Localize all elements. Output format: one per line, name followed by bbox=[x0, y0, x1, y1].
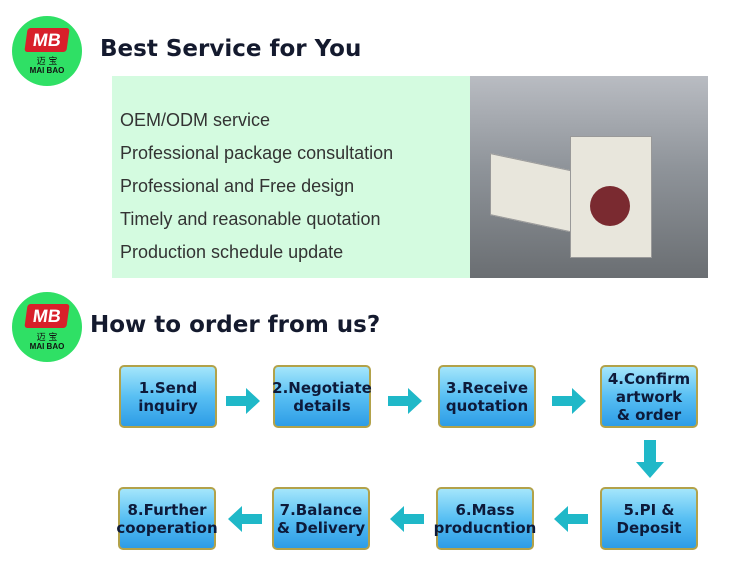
step-confirm-artwork: 4.Confirm artwork & order bbox=[600, 365, 698, 428]
section-title-order: How to order from us? bbox=[90, 312, 381, 338]
arrow-right-icon bbox=[388, 388, 422, 414]
service-item: Professional package consultation bbox=[120, 143, 394, 163]
step-further-cooperation: 8.Further cooperation bbox=[116, 487, 218, 550]
step-pi-deposit: 5.PI & Deposit bbox=[600, 487, 698, 550]
arrow-right-icon bbox=[226, 388, 260, 414]
service-item: Production schedule update bbox=[120, 242, 344, 262]
service-item: Timely and reasonable quotation bbox=[120, 209, 381, 229]
maibao-logo: MB 迈 宝 MAI BAO bbox=[12, 292, 82, 362]
service-item: OEM/ODM service bbox=[120, 110, 271, 130]
step-receive-quotation: 3.Receive quotation bbox=[438, 365, 536, 428]
section-title-service: Best Service for You bbox=[100, 36, 362, 62]
service-item: Professional and Free design bbox=[120, 176, 355, 196]
arrow-left-icon bbox=[228, 506, 262, 532]
arrow-down-icon bbox=[636, 440, 664, 478]
step-mass-production: 6.Mass producntion bbox=[434, 487, 536, 550]
maibao-logo: MB 迈 宝 MAI BAO bbox=[12, 16, 82, 86]
factory-photo bbox=[470, 76, 708, 278]
step-negotiate: 2.Negotiate details bbox=[272, 365, 372, 428]
service-list: OEM/ODM service Professional package con… bbox=[112, 76, 470, 278]
arrow-left-icon bbox=[390, 506, 424, 532]
step-send-inquiry: 1.Send inquiry bbox=[119, 365, 217, 428]
arrow-left-icon bbox=[554, 506, 588, 532]
arrow-right-icon bbox=[552, 388, 586, 414]
step-balance-delivery: 7.Balance & Delivery bbox=[272, 487, 370, 550]
